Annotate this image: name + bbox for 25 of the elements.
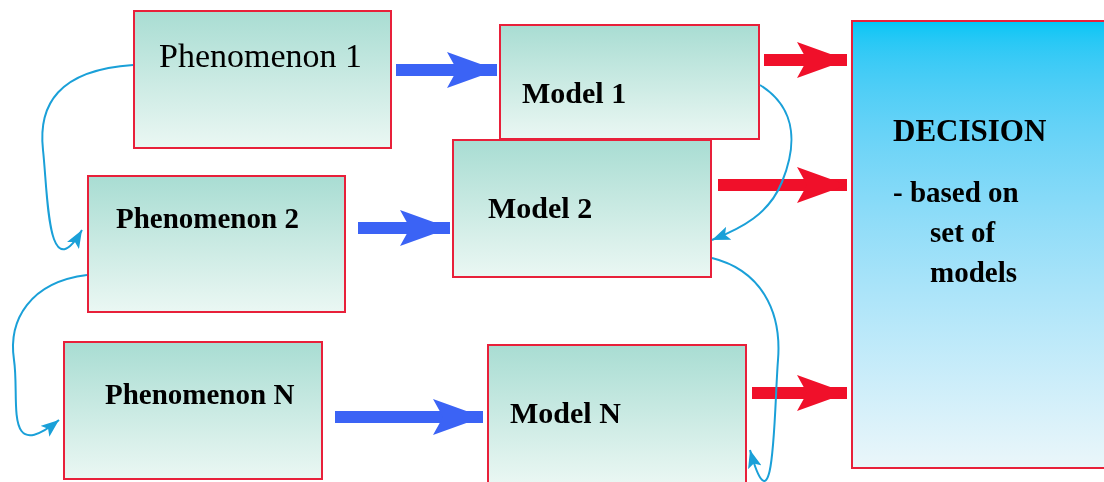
node-label: Phenomenon 2: [116, 201, 300, 236]
process-box: [133, 10, 392, 149]
arrow: [711, 257, 780, 482]
process-box: [87, 175, 346, 313]
arrow: [12, 274, 88, 437]
process-box: [452, 139, 712, 278]
arrow: [335, 399, 483, 435]
arrow: [764, 42, 847, 78]
decision-box: [851, 20, 1104, 469]
process-box: [487, 344, 747, 482]
arrow: [711, 84, 793, 241]
process-box: [499, 24, 760, 140]
arrow: [358, 210, 450, 246]
decision-heading: DECISION: [893, 112, 1047, 150]
node-label: Model N: [510, 395, 621, 431]
arrow: [396, 52, 497, 88]
process-box: [63, 341, 323, 480]
arrow: [41, 64, 134, 251]
decision-description: - based on set of models: [893, 175, 1020, 291]
node-label: Phenomenon N: [105, 377, 296, 412]
node-label: Model 1: [522, 75, 627, 111]
node-label: Model 2: [488, 190, 593, 226]
node-label: Phenomenon 1: [159, 36, 364, 76]
arrow: [718, 167, 847, 203]
arrow: [752, 375, 847, 411]
